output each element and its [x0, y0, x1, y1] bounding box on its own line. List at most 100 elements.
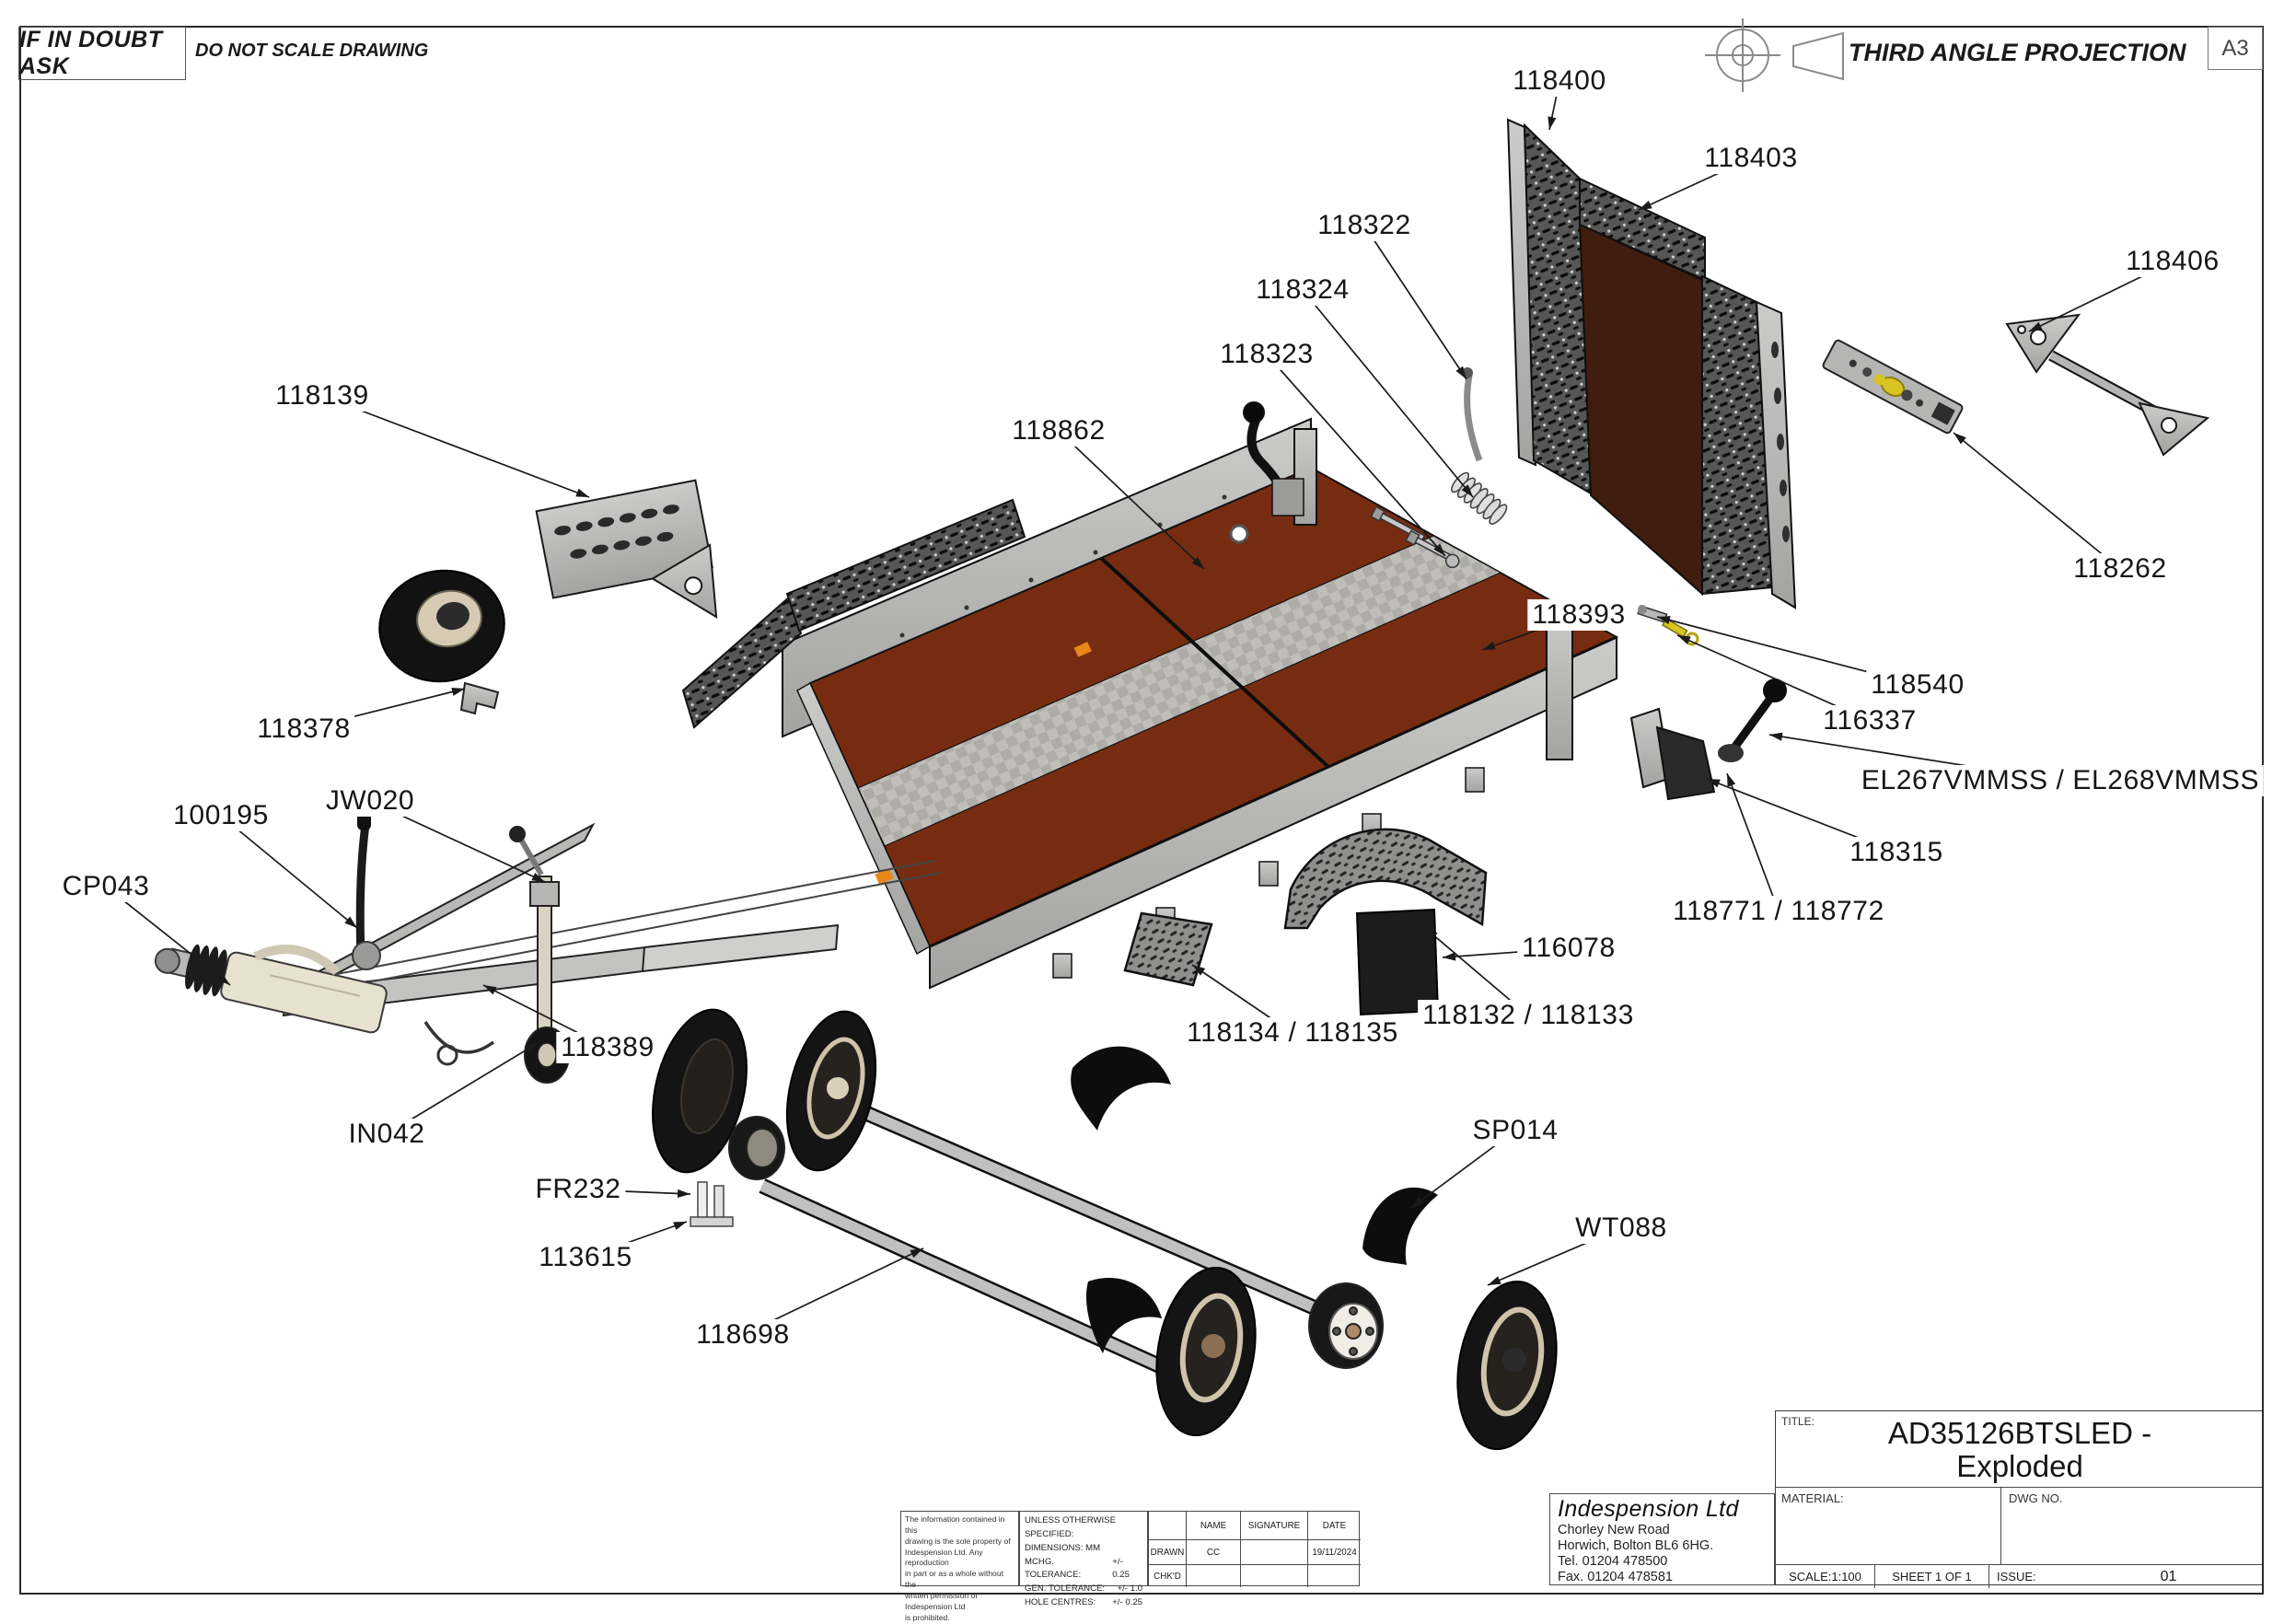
part-label-sp014: SP014: [1467, 1115, 1563, 1146]
leader-arrowhead: [1461, 484, 1473, 497]
company-address: Chorley New Road: [1558, 1523, 1670, 1537]
leader-arrowhead: [483, 985, 497, 995]
appr-header-name: NAME: [1187, 1512, 1241, 1540]
appr-drawn-label: DRAWN: [1149, 1540, 1187, 1565]
bed-rear-post: [1546, 609, 1573, 760]
appr-chkd-date: [1308, 1565, 1361, 1587]
fender: [1283, 828, 1488, 1016]
leader-line: [321, 395, 590, 498]
issue-label: ISSUE:: [1997, 1570, 2036, 1583]
spare-wheel: [378, 569, 505, 715]
if-in-doubt-text: IF IN DOUBT ASK: [19, 27, 163, 79]
tolerance-line: DIMENSIONS: MM: [1025, 1542, 1101, 1553]
leader-arrowhead: [1769, 732, 1783, 741]
hitch-coupling: [154, 792, 495, 1066]
ramp-prop-rod: [1462, 367, 1483, 462]
leader-arrowhead: [910, 1248, 923, 1259]
leader-line: [1302, 289, 1474, 498]
ramp-left-edge: [1506, 118, 1537, 467]
brake-drum: [728, 1116, 785, 1180]
breakaway-cable: [317, 860, 935, 979]
leader-arrowhead: [344, 916, 357, 928]
spare-wheel-bracket: [459, 681, 500, 715]
breakaway-cable: [323, 872, 942, 992]
sheet-size-text: A3: [2221, 35, 2249, 61]
breakaway-loop: [423, 1021, 495, 1054]
leaf-spring: [1071, 1046, 1438, 1353]
leader-line: [1058, 430, 1205, 570]
approval-table: NAME SIGNATURE DATE DRAWN CC 19/11/2024 …: [1148, 1511, 1361, 1587]
leader-arrowhead: [1727, 773, 1736, 787]
mounting-plate-118139: [535, 479, 718, 619]
leader-arrowhead: [1639, 200, 1652, 210]
leader-arrowhead: [217, 973, 230, 985]
if-in-doubt-box: IF IN DOUBT ASK: [18, 27, 186, 80]
part-label-fr232: FR232: [530, 1174, 626, 1205]
headboard-mesh: [785, 498, 1026, 632]
part-label-in042: IN042: [343, 1119, 430, 1150]
appr-chkd-name: [1187, 1565, 1241, 1587]
part-label-el267vmmss-el268vmmss: EL267VMMSS / EL268VMMSS: [1856, 765, 2265, 796]
leader-arrowhead: [1677, 635, 1691, 644]
leader-line: [1266, 354, 1446, 557]
appr-header-signature: SIGNATURE: [1241, 1512, 1308, 1540]
leader-arrowhead: [1488, 1276, 1501, 1285]
leader-line: [1726, 772, 1780, 912]
part-label-118262: 118262: [2069, 553, 2172, 585]
leader-arrowhead: [1411, 1196, 1424, 1208]
part-label-118323: 118323: [1215, 339, 1318, 370]
company-fax: Fax. 01204 478581: [1558, 1570, 1673, 1585]
leader-arrowhead: [1433, 543, 1445, 556]
ramp-panel: [1578, 223, 1703, 597]
wheel: [1456, 1280, 1558, 1451]
part-label-118378: 118378: [252, 713, 355, 745]
part-label-118139: 118139: [271, 380, 374, 412]
leader-line: [1363, 225, 1467, 380]
appr-drawn-name: CC: [1187, 1540, 1241, 1565]
leader-arrowhead: [1192, 965, 1206, 976]
leader-line: [1953, 432, 2121, 570]
appr-drawn-date: 19/11/2024: [1308, 1540, 1361, 1565]
decal: [1073, 642, 1092, 657]
leader-arrowhead: [1482, 641, 1496, 650]
leader-arrowhead: [677, 1189, 690, 1199]
part-label-100195: 100195: [168, 800, 273, 831]
part-label-118698: 118698: [691, 1319, 794, 1351]
title-label: TITLE:: [1781, 1415, 1815, 1428]
appr-chkd-signature: [1241, 1565, 1308, 1587]
appr-chkd-label: CHK'D: [1149, 1565, 1187, 1587]
part-label-wt088: WT088: [1571, 1212, 1672, 1244]
company-tel: Tel. 01204 478500: [1558, 1554, 1668, 1570]
legal-notes: The information contained in this drawin…: [900, 1511, 1019, 1622]
company-name: Indespension Ltd: [1558, 1496, 1739, 1522]
part-label-118134-118135: 118134 / 118135: [1182, 1017, 1403, 1049]
part-label-116078: 116078: [1517, 933, 1620, 964]
part-label-118393: 118393: [1527, 599, 1630, 631]
light-board: [1822, 339, 1964, 435]
tailgate-ramp: [1506, 118, 1797, 609]
part-label-118540: 118540: [1866, 669, 1969, 701]
part-label-jw020: JW020: [320, 785, 420, 817]
wheel: [652, 1008, 748, 1174]
part-label-118406: 118406: [2121, 246, 2224, 277]
leader-arrowhead: [531, 872, 545, 882]
sheet-cell: SHEET 1 OF 1: [1875, 1565, 1989, 1588]
do-not-scale-text: DO NOT SCALE DRAWING: [195, 41, 429, 61]
suspension-bracket-fr232: [690, 1181, 734, 1227]
hinge-bracket: [1629, 707, 1716, 801]
leader-arrowhead: [1548, 116, 1557, 130]
leader-arrowhead: [451, 687, 465, 696]
issue-cell: ISSUE: 01: [1989, 1565, 2262, 1588]
leader-arrowhead: [1954, 433, 1966, 445]
part-label-118862: 118862: [1007, 415, 1110, 447]
scale-cell: SCALE:1:100: [1776, 1565, 1875, 1588]
appr-header-date: DATE: [1308, 1512, 1361, 1540]
coil-spring: [1451, 471, 1508, 525]
leader-arrowhead: [1455, 365, 1467, 379]
leader-arrowhead: [1657, 616, 1671, 624]
company-block: Indespension Ltd Chorley New Road Horwic…: [1549, 1493, 1775, 1585]
part-label-118389: 118389: [556, 1032, 659, 1063]
hitch-bellows: [185, 944, 227, 997]
part-label-cp043: CP043: [57, 871, 155, 902]
